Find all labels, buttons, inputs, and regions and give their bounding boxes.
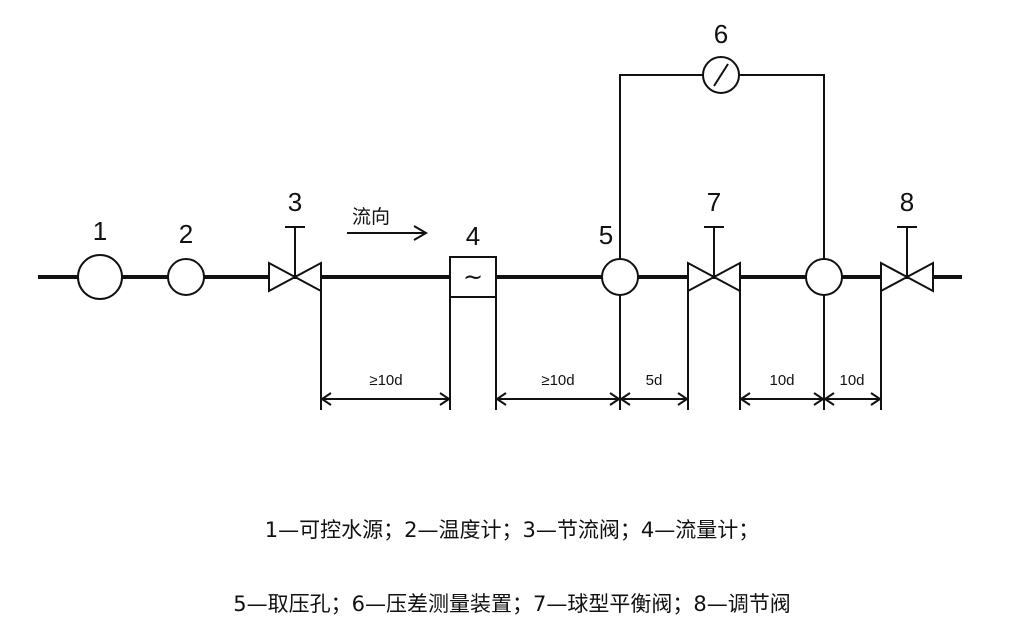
dimension-arrow-4 [739, 392, 825, 406]
label-6: 6 [714, 19, 728, 49]
dimension-extension-lines [320, 291, 882, 410]
regulating-valve-symbol [880, 226, 934, 293]
balance-valve-symbol [687, 226, 741, 293]
flowmeter-box [449, 256, 497, 298]
pressure-tap-2-symbol [805, 258, 843, 296]
dimension-arrow-3 [619, 392, 689, 406]
label-5: 5 [599, 220, 613, 250]
label-7: 7 [707, 187, 721, 217]
label-3: 3 [288, 187, 302, 217]
flow-direction-label: 流向 [352, 206, 390, 228]
dimension-label-3: 5d [646, 372, 663, 389]
thermometer-symbol [167, 258, 205, 296]
pressure-tap-1-symbol [601, 258, 639, 296]
flow-arrow [347, 225, 428, 241]
pressure-branch-line [619, 74, 825, 259]
throttle-valve-symbol [268, 226, 322, 293]
legend-line-1: 1—可控水源；2—温度计；3—节流阀；4—流量计； [264, 518, 760, 542]
water-source-symbol [77, 254, 123, 300]
dimension-arrow-1 [320, 392, 451, 406]
dimension-label-1: ≥10d [369, 372, 402, 389]
dimension-arrow-5 [823, 392, 882, 406]
dimension-label-4: 10d [769, 372, 794, 389]
dimension-label-2: ≥10d [541, 372, 574, 389]
legend-line-2: 5—取压孔；6—压差测量装置；7—球型平衡阀；8—调节阀 [233, 592, 791, 616]
label-4: 4 [466, 221, 480, 251]
gauge-slash [713, 63, 729, 87]
dimension-label-5: 10d [839, 372, 864, 389]
label-2: 2 [179, 219, 193, 249]
dimension-arrow-2 [495, 392, 621, 406]
label-8: 8 [900, 187, 914, 217]
flowmeter-symbol: ~ [463, 263, 483, 291]
label-1: 1 [93, 216, 107, 246]
